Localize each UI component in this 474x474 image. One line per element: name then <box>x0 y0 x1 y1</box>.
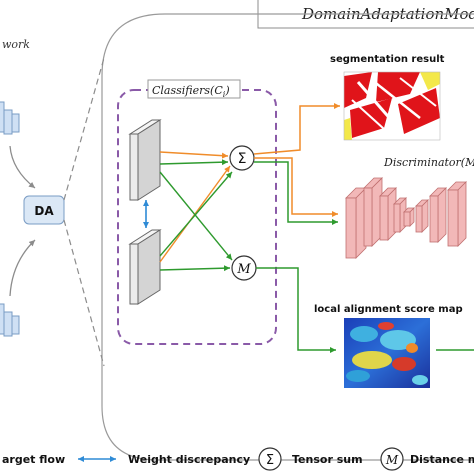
segmentation-result-image <box>343 71 441 141</box>
score-map-label: local alignment score map <box>314 304 463 315</box>
c1-to-sum-green <box>159 159 229 166</box>
classifiers-label-group: Classifiers(Ci) <box>147 79 241 99</box>
classifier-2-block <box>128 229 162 305</box>
c1-to-sum-orange <box>159 151 229 159</box>
legend-distance-symbol: M <box>385 453 399 467</box>
target-to-da-arrow <box>9 239 36 297</box>
target-encoder-stack <box>0 303 20 337</box>
legend-sum-symbol: Σ <box>266 453 274 468</box>
c2-to-sum-green <box>159 171 233 257</box>
score-map-image <box>344 318 430 388</box>
module-container <box>101 13 474 461</box>
da-box: DA <box>23 195 65 225</box>
tensor-sum-symbol: Σ <box>238 151 247 167</box>
legend-sum-circle <box>258 447 282 471</box>
source-to-da-arrow <box>9 145 36 189</box>
distance-to-scoremap-arrow <box>256 267 336 353</box>
legend-distance: Distance m <box>410 453 474 466</box>
sum-to-discriminator-green <box>254 161 338 225</box>
zoom-line-bottom <box>63 219 105 367</box>
da-label: DA <box>34 204 54 218</box>
c1-to-dist-green <box>159 171 233 261</box>
segmentation-label: segmentation result <box>330 54 445 65</box>
distance-node: M <box>231 255 257 281</box>
network-label: work <box>2 38 30 51</box>
tensor-sum-node: Σ <box>229 145 255 171</box>
discriminator-network <box>345 177 467 259</box>
classifiers-sub: i <box>223 90 226 99</box>
legend-weight-discrepancy: Weight discrepancy <box>128 453 250 466</box>
classifiers-label: Classifiers(C <box>152 84 223 97</box>
discriminator-label: Discriminator(M <box>383 156 474 169</box>
sum-to-segmentation-arrow <box>253 103 340 155</box>
legend: arget flow Weight discrepancy Σ Tensor s… <box>2 447 474 471</box>
legend-tensor-sum: Tensor sum <box>292 453 363 466</box>
source-encoder-stack <box>0 101 20 135</box>
distance-symbol: M <box>236 262 251 277</box>
legend-target-flow: arget flow <box>2 453 65 466</box>
classifiers-close: ) <box>224 84 229 97</box>
classifier-1-block <box>128 119 162 201</box>
legend-distance-circle <box>380 447 404 471</box>
c2-to-dist-green <box>159 265 231 272</box>
zoom-line-top <box>63 57 105 201</box>
sum-to-discriminator-orange <box>254 157 338 217</box>
svg-text:Classifiers(Ci): Classifiers(Ci) <box>152 84 230 99</box>
